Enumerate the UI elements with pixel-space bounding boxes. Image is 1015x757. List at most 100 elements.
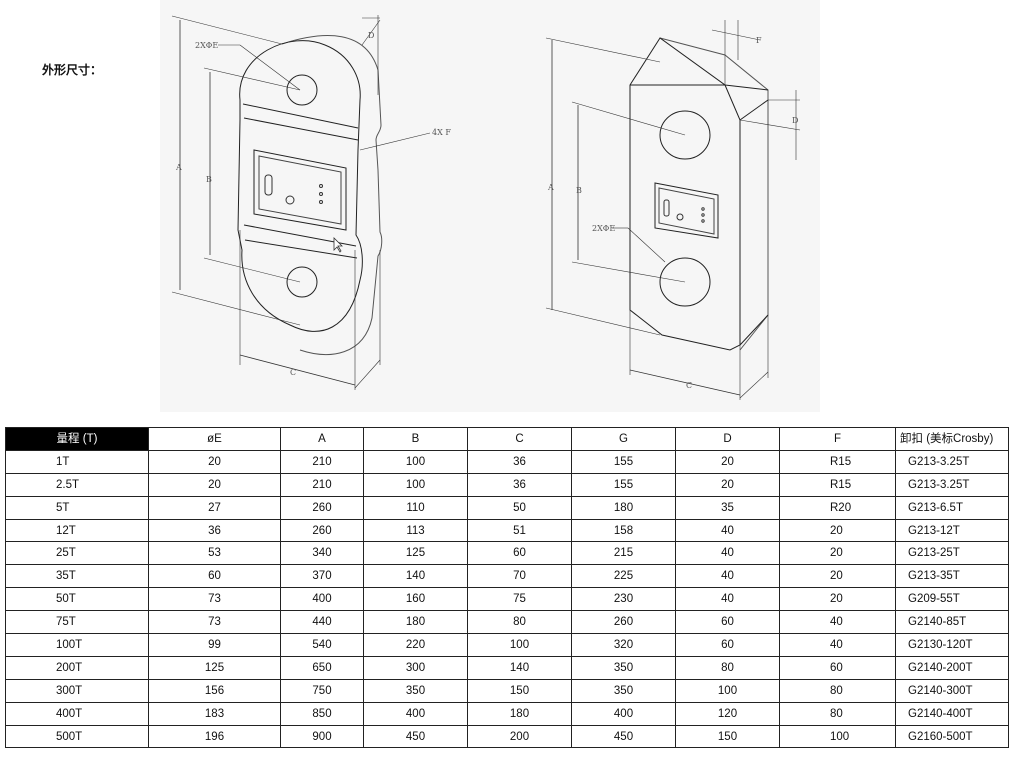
cell-f: 20 [779, 518, 896, 543]
cell-diameter: 196 [148, 724, 281, 749]
cell-shackle: G2140-200T [895, 655, 1009, 680]
cell-d: 40 [675, 564, 780, 589]
cell-g: 230 [571, 587, 676, 612]
header-shackle: 卸扣 (美标Crosby) [895, 427, 1009, 451]
cell-diameter: 73 [148, 610, 281, 635]
cell-d: 20 [675, 472, 780, 497]
cell-f: 60 [779, 655, 896, 680]
cell-range: 400T [5, 701, 149, 726]
cell-c: 200 [467, 724, 572, 749]
cell-shackle: G2130-120T [895, 633, 1009, 657]
left-view: 2XΦE 4X F A B C D [171, 15, 451, 390]
cell-diameter: 27 [148, 495, 281, 520]
cell-shackle: G2140-85T [895, 610, 1009, 635]
cell-f: 80 [779, 678, 896, 703]
cell-shackle: G2140-400T [895, 701, 1009, 726]
right-d-label: D [792, 116, 798, 125]
cell-diameter: 20 [148, 449, 281, 474]
cell-g: 155 [571, 472, 676, 497]
cell-g: 215 [571, 541, 676, 566]
cell-c: 70 [467, 564, 572, 589]
cell-diameter: 125 [148, 655, 281, 680]
cell-f: 20 [779, 587, 896, 612]
cell-d: 150 [675, 724, 780, 749]
right-a-label: A [547, 183, 554, 192]
cell-shackle: G213-12T [895, 518, 1009, 543]
cell-range: 12T [5, 518, 149, 543]
cell-b: 350 [363, 678, 468, 703]
cell-a: 750 [280, 678, 364, 703]
cell-d: 120 [675, 701, 780, 726]
right-c-label: C [686, 381, 692, 390]
cell-c: 60 [467, 541, 572, 566]
cell-range: 300T [5, 678, 149, 703]
header-c: C [467, 427, 572, 451]
cell-g: 320 [571, 633, 676, 657]
cell-d: 60 [675, 610, 780, 635]
header-range: 量程 (T) [5, 427, 149, 451]
right-dia-label: 2XΦE [592, 224, 615, 233]
cell-shackle: G213-3.25T [895, 449, 1009, 474]
cell-a: 650 [280, 655, 364, 680]
cell-d: 40 [675, 541, 780, 566]
cell-g: 450 [571, 724, 676, 749]
cell-f: R20 [779, 495, 896, 520]
cell-d: 60 [675, 633, 780, 657]
right-f-label: F [756, 36, 762, 45]
left-a-label: A [175, 163, 182, 172]
cell-range: 5T [5, 495, 149, 520]
cell-range: 500T [5, 724, 149, 749]
left-hole-f-label: 4X F [432, 128, 451, 137]
cell-range: 35T [5, 564, 149, 589]
cell-f: R15 [779, 449, 896, 474]
header-f: F [779, 427, 896, 451]
cell-c: 180 [467, 701, 572, 726]
cell-g: 225 [571, 564, 676, 589]
cell-b: 110 [363, 495, 468, 520]
cell-b: 100 [363, 472, 468, 497]
header-a: A [280, 427, 364, 451]
cell-g: 158 [571, 518, 676, 543]
cell-a: 260 [280, 518, 364, 543]
cell-a: 440 [280, 610, 364, 635]
cell-g: 180 [571, 495, 676, 520]
table-header-row: 量程 (T) øE A B C G D F 卸扣 (美标Crosby) [5, 427, 1009, 451]
cell-f: 100 [779, 724, 896, 749]
cell-a: 400 [280, 587, 364, 612]
cell-d: 20 [675, 449, 780, 474]
dimension-drawing: 2XΦE 4X F A B C D [160, 0, 820, 412]
cell-f: 40 [779, 610, 896, 635]
right-view: 2XΦE A B C D F [545, 20, 801, 400]
cell-b: 140 [363, 564, 468, 589]
cell-c: 80 [467, 610, 572, 635]
cell-diameter: 99 [148, 633, 281, 657]
cell-shackle: G2160-500T [895, 724, 1009, 749]
cell-f: 40 [779, 633, 896, 657]
cell-diameter: 53 [148, 541, 281, 566]
cell-shackle: G213-3.25T [895, 472, 1009, 497]
header-b: B [363, 427, 468, 451]
cell-range: 1T [5, 449, 149, 474]
cell-c: 36 [467, 472, 572, 497]
cell-b: 113 [363, 518, 468, 543]
left-b-label: B [206, 175, 212, 184]
cell-c: 36 [467, 449, 572, 474]
cell-g: 350 [571, 678, 676, 703]
cell-a: 370 [280, 564, 364, 589]
cell-a: 210 [280, 472, 364, 497]
cell-range: 2.5T [5, 472, 149, 497]
cell-f: 80 [779, 701, 896, 726]
cell-a: 900 [280, 724, 364, 749]
cell-c: 150 [467, 678, 572, 703]
right-b-label: B [576, 186, 582, 195]
cell-b: 220 [363, 633, 468, 657]
cell-shackle: G213-25T [895, 541, 1009, 566]
